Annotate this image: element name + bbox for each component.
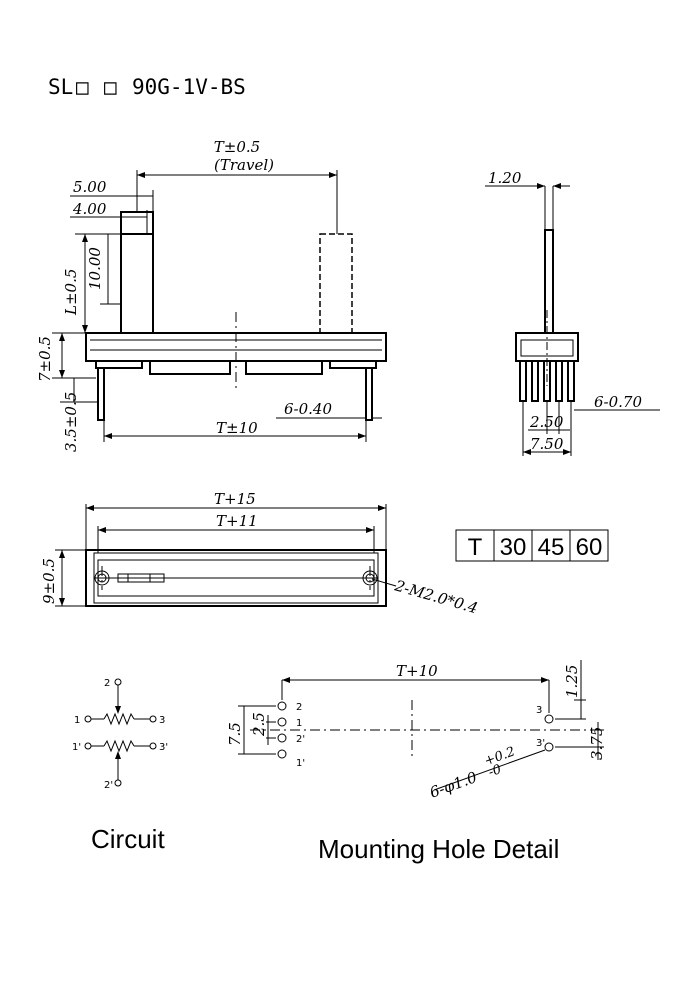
- pin-width: 6-0.40: [284, 400, 332, 418]
- lever-knob-left: [120, 211, 154, 334]
- travel-label: (Travel): [214, 156, 274, 174]
- pitch-outer: 7.5: [226, 722, 244, 746]
- circuit-pin-2: 2: [104, 678, 110, 689]
- hole-label-2-prime: 2': [296, 734, 305, 745]
- lever-thickness: 1.20: [488, 169, 522, 187]
- part-prefix: SL: [48, 75, 73, 99]
- part-suffix: 90G-1V-BS: [132, 75, 246, 99]
- travel-dim: T±0.5: [214, 138, 260, 156]
- pin-length: 3.5±0.5: [62, 392, 80, 452]
- circuit-pin-1: 1: [74, 715, 80, 726]
- front-pin-right: [365, 367, 373, 421]
- circuit-pin-3-prime: 3': [159, 742, 168, 753]
- lever-knob-right-travel: [319, 233, 353, 334]
- bottom-length: T±10: [216, 419, 258, 437]
- part-number-title: SL □ □ 90G-1V-BS: [48, 75, 246, 99]
- side-lever: [544, 229, 554, 334]
- part-box-1: □: [76, 75, 89, 99]
- circuit-caption: Circuit: [91, 824, 165, 854]
- knob-width-inner: 4.00: [72, 200, 107, 218]
- table-value-30: 30: [500, 534, 527, 561]
- hole-pin-3-prime: [544, 742, 554, 752]
- hole-pin-1-prime: [277, 749, 287, 759]
- pin-thickness: 6-0.70: [594, 393, 642, 411]
- hole-label-1-prime: 1': [296, 758, 305, 769]
- circuit-pin-3: 3: [159, 715, 165, 726]
- circuit-schematic: 2 1 3 1' 3' 2' Circuit: [72, 678, 168, 854]
- front-view: T±0.5 (Travel) 5.00 4.00 L±0.5 10.00 7±0…: [36, 138, 387, 452]
- mounting-hole-detail: 2 1 2' 1' 3 3' T+10 1.25 3.75: [226, 660, 606, 864]
- table-header: T: [468, 534, 483, 561]
- body-width: 9±0.5: [40, 558, 58, 604]
- pitch-inner: 2.5: [250, 712, 268, 737]
- part-box-2: □: [104, 75, 117, 99]
- hole-pin-1: [277, 717, 287, 727]
- lever-height: 10.00: [86, 247, 104, 290]
- offset-top: 1.25: [563, 665, 581, 698]
- hole-tol-minus: -0: [486, 762, 503, 780]
- resistor-top: [103, 712, 135, 726]
- circuit-pin-2-prime: 2': [104, 780, 113, 791]
- hole-spec: 6-φ1.0: [427, 768, 480, 802]
- circuit-pin-1-prime: 1': [72, 742, 81, 753]
- resistor-bottom: [103, 739, 135, 753]
- mounting-span: T+10: [396, 662, 438, 680]
- hole-label-3-prime: 3': [536, 738, 545, 749]
- offset-right: 3.75: [588, 727, 606, 760]
- hole-pin-2-prime: [277, 733, 287, 743]
- travel-table: T 30 45 60: [455, 529, 609, 562]
- hole-pin-2: [277, 701, 287, 711]
- pin-span: 7.50: [530, 435, 564, 453]
- table-value-60: 60: [576, 534, 603, 561]
- hole-label-1: 1: [296, 718, 302, 729]
- knob-width-outer: 5.00: [73, 178, 107, 196]
- hole-pin-3: [544, 714, 554, 724]
- lever-length: L±0.5: [62, 269, 80, 316]
- mount-hole-spec: 2-M2.0*0.4: [392, 576, 480, 617]
- slider-actuator: [117, 573, 165, 583]
- top-view: T+15 T+11 9±0.5 2-M2.0*0.4: [40, 490, 480, 617]
- table-value-45: 45: [538, 534, 565, 561]
- front-pin-left: [97, 367, 105, 421]
- pin-pitch: 2.50: [529, 413, 564, 431]
- body-height: 7±0.5: [36, 336, 54, 382]
- top-body: [85, 549, 387, 607]
- hole-span: T+11: [216, 512, 258, 530]
- mounting-caption: Mounting Hole Detail: [318, 834, 559, 864]
- side-view: 1.20 6-0.70 2.50 7.50: [485, 169, 660, 456]
- overall-length: T+15: [214, 490, 256, 508]
- hole-label-3: 3: [536, 705, 542, 716]
- hole-label-2: 2: [296, 702, 302, 713]
